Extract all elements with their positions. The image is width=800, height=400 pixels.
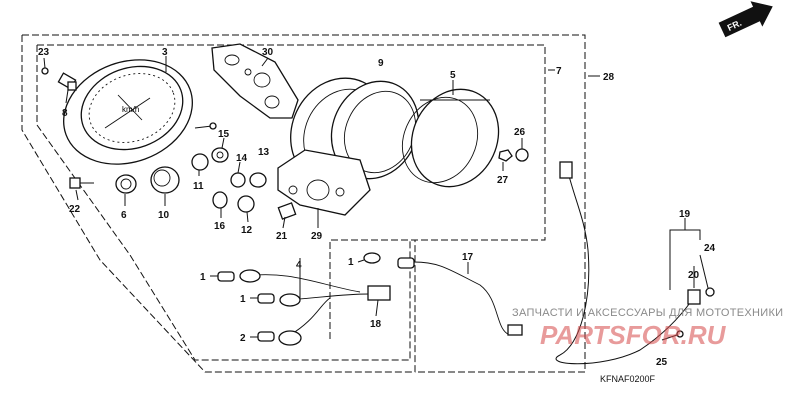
front-direction-arrow: FR. [718, 1, 773, 38]
trip-reset-knob [57, 72, 77, 91]
callout-1a: 1 [200, 272, 206, 283]
callout-10: 10 [158, 210, 170, 221]
callout-16: 16 [214, 221, 226, 232]
bulb-1a [217, 271, 235, 282]
socket-11 [191, 153, 209, 171]
bulb-2 [257, 331, 275, 342]
watermark-logo: PARTSFOR.RU [540, 320, 727, 350]
callout-27: 27 [497, 175, 509, 186]
socket-14 [230, 172, 246, 188]
watermark-text: ЗАПЧАСТИ И АКСЕССУАРЫ ДЛЯ МОТОТЕХНИКИ [512, 307, 783, 319]
grommet-10 [150, 166, 180, 194]
callout-17: 17 [462, 252, 474, 263]
wire-harness-4 [239, 269, 371, 346]
socket-12 [237, 195, 255, 213]
callout-2: 2 [240, 333, 246, 344]
callout-12: 12 [241, 225, 253, 236]
screw-23 [41, 67, 49, 75]
nut-27 [498, 149, 513, 162]
meter-housing-5 [401, 88, 500, 188]
callout-3: 3 [162, 47, 168, 58]
callout-30: 30 [262, 47, 274, 58]
svg-text:km/h: km/h [122, 105, 139, 114]
assembly-boundary-28 [21, 34, 586, 373]
callout-11: 11 [193, 181, 204, 192]
callout-4: 4 [296, 260, 302, 271]
diagram-code: KFNAF0200F [600, 374, 656, 384]
callout-29: 29 [311, 231, 323, 242]
callout-18: 18 [370, 319, 382, 330]
meter-bracket-30 [211, 43, 299, 119]
bulb-1b [257, 293, 275, 304]
bolt-22 [69, 177, 94, 189]
bulb-socket-6 [115, 174, 137, 194]
bulb-16 [212, 191, 228, 209]
leader-lines [43, 56, 709, 338]
indicator-lead-17 [397, 257, 523, 336]
callout-20: 20 [688, 270, 700, 281]
assembly-boundary-7 [36, 44, 546, 361]
washer-15 [211, 147, 229, 163]
callout-9: 9 [378, 58, 384, 69]
callout-21: 21 [276, 231, 288, 242]
connector-18 [367, 285, 391, 301]
callout-14: 14 [236, 153, 248, 164]
screw-25 [661, 330, 684, 341]
callout-7: 7 [556, 66, 562, 77]
callout-26: 26 [514, 127, 526, 138]
callout-15: 15 [218, 129, 230, 140]
mounting-plate-29 [277, 149, 371, 216]
callout-25: 25 [656, 357, 668, 368]
watermark: ЗАПЧАСТИ И АКСЕССУАРЫ ДЛЯ МОТОТЕХНИКИ PA… [512, 307, 783, 350]
callout-8: 8 [62, 108, 68, 119]
callout-24: 24 [704, 243, 716, 254]
bulb-1c [363, 252, 381, 264]
boot-24 [705, 287, 715, 297]
callout-19: 19 [679, 209, 691, 220]
callout-labels: 23 3 30 9 5 7 28 8 26 15 13 14 27 11 22 … [38, 47, 716, 368]
callout-23: 23 [38, 47, 50, 58]
speedometer-cable [555, 161, 701, 365]
callout-22: 22 [69, 204, 81, 215]
washer-26 [515, 148, 529, 162]
callout-5: 5 [450, 70, 456, 81]
callout-1b: 1 [240, 294, 246, 305]
callout-13: 13 [258, 147, 270, 158]
callout-6: 6 [121, 210, 127, 221]
bracket-13 [249, 172, 267, 188]
clip-21 [277, 202, 297, 220]
callout-1c: 1 [348, 257, 354, 268]
speedometer-gauge: km/h [63, 59, 217, 165]
callout-28: 28 [603, 72, 615, 83]
